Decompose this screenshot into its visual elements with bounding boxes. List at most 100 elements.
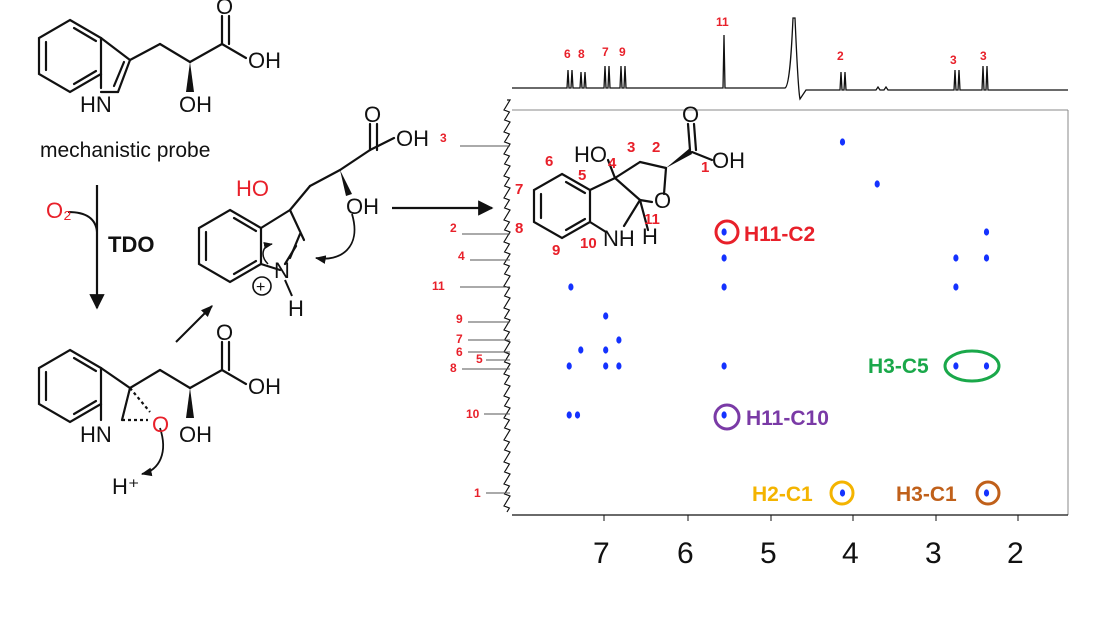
epoxide-structure bbox=[37, 340, 248, 477]
probe-indole-nh: HN bbox=[80, 92, 112, 117]
crosspeak-0 bbox=[839, 138, 846, 146]
product-num-3: 3 bbox=[627, 139, 635, 156]
epoxide-oxygen: O bbox=[152, 412, 169, 437]
crosspeak-2 bbox=[721, 228, 727, 236]
crosspeak-20 bbox=[566, 411, 572, 419]
x-tick-2: 2 bbox=[1007, 537, 1024, 570]
product-ho: HO bbox=[574, 142, 607, 167]
probe-structure bbox=[37, 14, 248, 94]
crosspeak-12 bbox=[578, 346, 584, 354]
hmbc-plot bbox=[503, 99, 1069, 521]
x-tick-7: 7 bbox=[593, 537, 610, 570]
y-label-7: 7 bbox=[456, 332, 463, 346]
x-tick-4: 4 bbox=[842, 537, 859, 570]
h1-label-3b: 3 bbox=[980, 49, 987, 63]
h1-label-3a: 3 bbox=[950, 53, 957, 67]
intermediate-hydroxyl: HO bbox=[236, 176, 269, 201]
h1-label-11: 11 bbox=[716, 15, 729, 29]
annotation-h11-c2: H11-C2 bbox=[744, 223, 815, 246]
h1-label-6: 6 bbox=[564, 47, 571, 61]
h1-label-9: 9 bbox=[619, 45, 626, 59]
annotation-h11-c10: H11-C10 bbox=[746, 407, 829, 430]
crosspeak-11 bbox=[616, 336, 622, 344]
marker-h3-c1 bbox=[975, 480, 1001, 506]
annotation-h3-c5: H3-C5 bbox=[868, 355, 929, 378]
annotation-h2-c1: H2-C1 bbox=[752, 483, 813, 506]
marker-h2-c1 bbox=[829, 480, 855, 506]
step-arrow bbox=[175, 305, 213, 343]
marker-h11-c2 bbox=[714, 219, 740, 245]
crosspeak-8 bbox=[721, 283, 727, 291]
crosspeak-1 bbox=[874, 180, 880, 188]
crosspeak-16 bbox=[616, 362, 622, 370]
product-num-10: 10 bbox=[580, 235, 597, 252]
intermediate-h: H bbox=[288, 296, 304, 321]
product-num-11: 11 bbox=[644, 211, 660, 228]
crosspeak-17 bbox=[721, 362, 727, 370]
epoxide-nh: HN bbox=[80, 422, 112, 447]
crosspeak-15 bbox=[603, 362, 609, 370]
crosspeak-3 bbox=[983, 228, 990, 236]
crosspeaks bbox=[566, 138, 990, 497]
product-num-4: 4 bbox=[608, 155, 617, 172]
crosspeak-18 bbox=[953, 362, 959, 370]
proton: H⁺ bbox=[112, 474, 140, 499]
product-num-2: 2 bbox=[652, 139, 660, 156]
y-label-8: 8 bbox=[450, 361, 457, 375]
product-num-7: 7 bbox=[515, 181, 523, 198]
crosspeak-24 bbox=[983, 489, 990, 497]
crosspeak-14 bbox=[566, 362, 572, 370]
crosspeak-4 bbox=[721, 254, 727, 262]
crosspeak-10 bbox=[603, 312, 609, 320]
crosspeak-22 bbox=[721, 411, 727, 419]
x-tick-5: 5 bbox=[760, 537, 777, 570]
h1-label-7: 7 bbox=[602, 45, 609, 59]
crosspeak-13 bbox=[603, 346, 609, 354]
product-num-1: 1 bbox=[701, 159, 709, 176]
probe-acid-oh: OH bbox=[248, 48, 281, 73]
product-num-8: 8 bbox=[515, 220, 523, 237]
y-label-6: 6 bbox=[456, 345, 463, 359]
product-num-6: 6 bbox=[545, 153, 553, 170]
y-label-1: 1 bbox=[474, 486, 481, 500]
probe-carbonyl-o: O bbox=[216, 0, 233, 19]
y-label-9: 9 bbox=[456, 312, 463, 326]
enzyme-label: TDO bbox=[108, 232, 154, 257]
crosspeak-6 bbox=[983, 254, 990, 262]
product-acid-oh: OH bbox=[712, 148, 745, 173]
crosspeak-23 bbox=[839, 489, 846, 497]
y-label-3: 3 bbox=[440, 131, 447, 145]
crosspeak-5 bbox=[953, 254, 959, 262]
intermediate-structure bbox=[197, 122, 396, 297]
intermediate-side-oh: OH bbox=[346, 194, 379, 219]
h1-label-8: 8 bbox=[578, 47, 585, 61]
intermediate-carbonyl-o: O bbox=[364, 102, 381, 127]
y-label-5: 5 bbox=[476, 352, 483, 366]
product-structure bbox=[532, 122, 714, 240]
annotation-h3-c1: H3-C1 bbox=[896, 483, 957, 506]
intermediate-n: N bbox=[274, 258, 290, 283]
epoxide-carbonyl-o: O bbox=[216, 320, 233, 345]
product-h: H bbox=[642, 224, 658, 249]
y-label-4: 4 bbox=[458, 249, 465, 263]
product-ring-o: O bbox=[654, 188, 671, 213]
x-tick-6: 6 bbox=[677, 537, 694, 570]
product-num-9: 9 bbox=[552, 242, 560, 259]
product-num-5: 5 bbox=[578, 167, 586, 184]
product-nh: NH bbox=[603, 226, 635, 251]
probe-hydroxyl-oh: OH bbox=[179, 92, 212, 117]
crosspeak-9 bbox=[953, 283, 959, 291]
intermediate-plus: + bbox=[256, 279, 265, 296]
x-tick-3: 3 bbox=[925, 537, 942, 570]
intermediate-acid-oh: OH bbox=[396, 126, 429, 151]
epoxide-acid-oh: OH bbox=[248, 374, 281, 399]
marker-h3-c5 bbox=[943, 349, 1001, 383]
product-carbonyl-o: O bbox=[682, 102, 699, 127]
h1-label-2: 2 bbox=[837, 49, 844, 63]
crosspeak-7 bbox=[568, 283, 574, 291]
y-label-11: 11 bbox=[432, 279, 445, 293]
epoxide-hydroxyl-oh: OH bbox=[179, 422, 212, 447]
probe-caption: mechanistic probe bbox=[40, 139, 210, 162]
y-label-10: 10 bbox=[466, 407, 480, 421]
